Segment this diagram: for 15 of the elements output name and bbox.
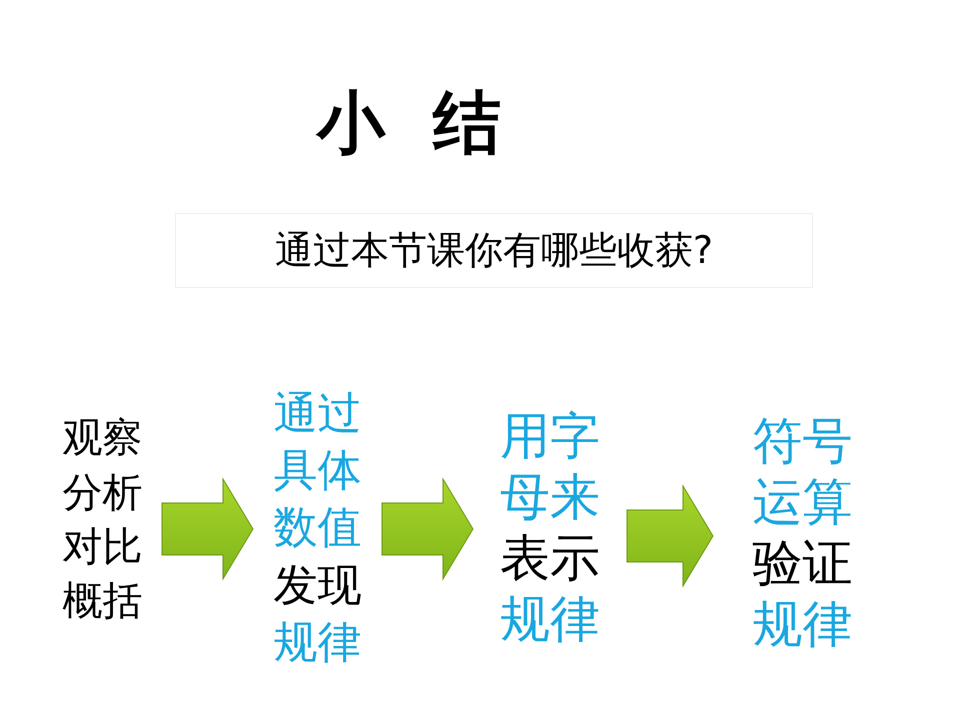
step-text: 规律: [500, 589, 600, 650]
block-arrow: [626, 484, 714, 588]
step-text: 规律: [752, 594, 852, 655]
step-text: 通过具体数值: [274, 387, 362, 556]
step-text: 观察分析对比概括: [62, 414, 142, 626]
step-text: 表示: [500, 528, 600, 589]
question-box: 通过本节课你有哪些收获?: [175, 213, 813, 288]
title: 小 结: [314, 82, 514, 165]
step-text: 发现: [274, 558, 362, 613]
step-text: 规律: [274, 616, 362, 670]
block-arrow: [162, 477, 254, 581]
step-text: 用字母来: [500, 406, 600, 528]
block-arrow: [382, 477, 474, 581]
step-text: 验证: [752, 533, 852, 594]
step-text: 符号运算: [752, 411, 852, 533]
